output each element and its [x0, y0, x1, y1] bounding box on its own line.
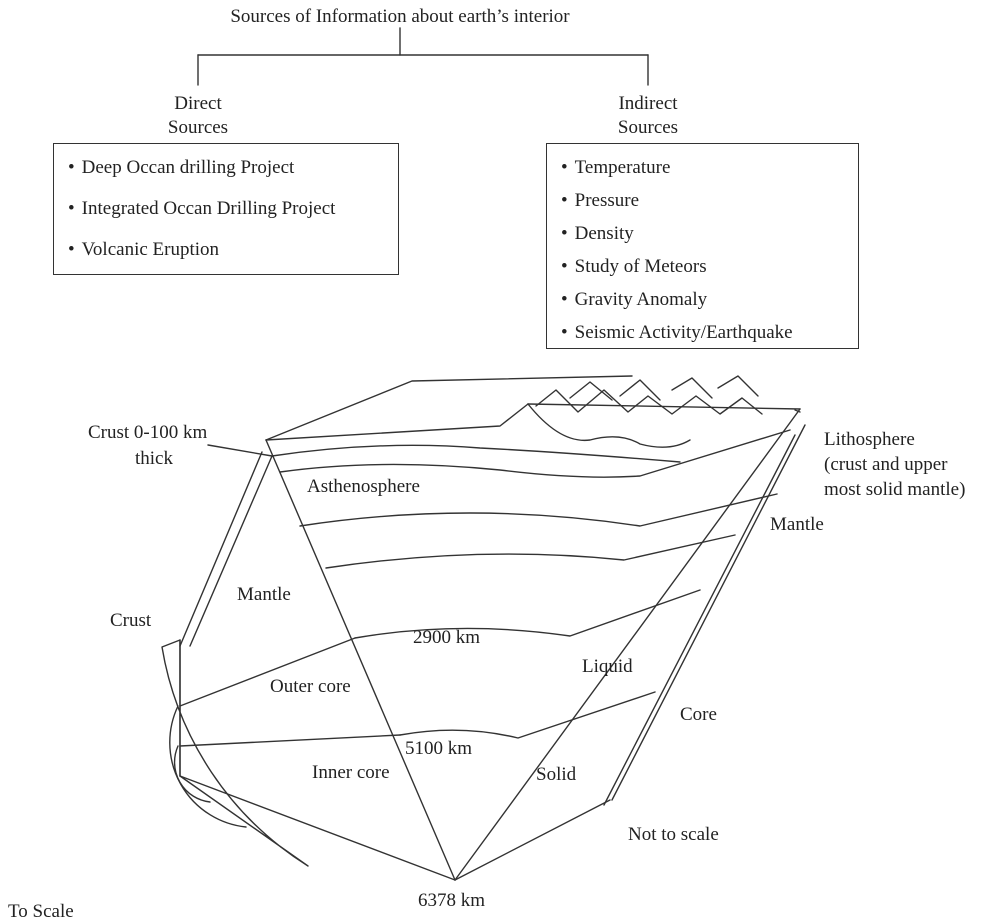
mountain-peaks	[535, 375, 763, 415]
direct-sources-box: Deep Occan drilling Project Integrated O…	[53, 143, 399, 275]
inner-outer-core-boundary	[399, 691, 656, 739]
direct-sources-heading: Direct Sources	[148, 92, 248, 140]
mantle-inner-label: Mantle	[237, 584, 291, 605]
core-right-label: Core	[680, 704, 717, 725]
inner-core-label: Inner core	[312, 762, 390, 783]
indirect-sources-box: Temperature Pressure Density Study of Me…	[546, 143, 859, 349]
to-scale-inner-core-arc	[173, 745, 211, 803]
solid-label: Solid	[536, 764, 577, 785]
tree-title: Sources of Information about earth’s int…	[230, 6, 570, 27]
indirect-sources-heading: Indirect Sources	[588, 92, 708, 140]
direct-source-item: Integrated Occan Drilling Project	[68, 199, 398, 218]
block-diagram	[179, 375, 801, 881]
outer-core-label: Outer core	[270, 676, 351, 697]
base-bottom-edge	[179, 775, 456, 881]
ocean-basin-outline	[527, 403, 691, 448]
diagram-labels: Crust 0-100 km thick Asthenosphere Mantl…	[8, 422, 965, 922]
core-mantle-boundary	[354, 589, 701, 639]
indirect-heading-line2: Sources	[617, 117, 679, 138]
crust-inner-edge	[189, 455, 273, 647]
mantle-right-label: Mantle	[770, 514, 824, 535]
to-scale-label: To Scale	[8, 901, 74, 922]
to-scale-section	[161, 639, 309, 867]
direct-source-item: Deep Occan drilling Project	[68, 158, 398, 177]
bracket-lines	[207, 424, 806, 806]
direct-sources-list: Deep Occan drilling Project Integrated O…	[68, 158, 398, 259]
wedge-left-edge	[265, 439, 456, 881]
direct-heading-line1: Direct	[174, 93, 222, 114]
lithosphere-boundary	[271, 444, 681, 463]
crust-thickness-label: Crust 0-100 km	[88, 422, 208, 443]
indirect-source-item: Study of Meteors	[561, 257, 858, 276]
wedge-right-edge	[454, 408, 801, 881]
direct-source-item: Volcanic Eruption	[68, 240, 398, 259]
indirect-source-item: Gravity Anomaly	[561, 290, 858, 309]
mantle-layer-1	[299, 493, 778, 527]
liquid-label: Liquid	[582, 656, 633, 677]
crust-left-label: Crust	[110, 610, 152, 631]
depth-2900-label: 2900 km	[413, 627, 480, 648]
mantle-layer-2	[325, 534, 736, 569]
surface-front-edge	[265, 403, 529, 441]
base-right-edge	[454, 799, 611, 881]
crust-thickness-leader	[207, 444, 273, 457]
indirect-source-item: Density	[561, 224, 858, 243]
indirect-source-item: Temperature	[561, 158, 858, 177]
side-bracket-outer	[611, 424, 806, 801]
indirect-source-item: Pressure	[561, 191, 858, 210]
indirect-heading-line1: Indirect	[618, 93, 678, 114]
indirect-sources-list: Temperature Pressure Density Study of Me…	[561, 158, 858, 342]
depth-6378-label: 6378 km	[418, 890, 485, 911]
not-to-scale-label: Not to scale	[628, 824, 719, 845]
side-bracket-inner	[603, 434, 796, 806]
asthenosphere-top	[279, 429, 791, 478]
inner-core-left-line	[179, 734, 401, 747]
crust-thickness-label-2: thick	[135, 448, 173, 469]
surface-back-edge	[265, 375, 633, 441]
depth-5100-label: 5100 km	[405, 738, 472, 759]
lithosphere-label-3: most solid mantle)	[824, 479, 965, 500]
lithosphere-label: Lithosphere	[824, 429, 915, 450]
asthenosphere-label: Asthenosphere	[307, 476, 420, 497]
right-top-corner	[794, 409, 801, 413]
outer-core-left-line	[179, 637, 356, 707]
lithosphere-label-2: (crust and upper	[824, 454, 948, 475]
to-scale-mantle-arc	[161, 639, 309, 867]
direct-heading-line2: Sources	[167, 117, 229, 138]
crust-left-edge	[179, 451, 263, 647]
indirect-source-item: Seismic Activity/Earthquake	[561, 323, 858, 342]
